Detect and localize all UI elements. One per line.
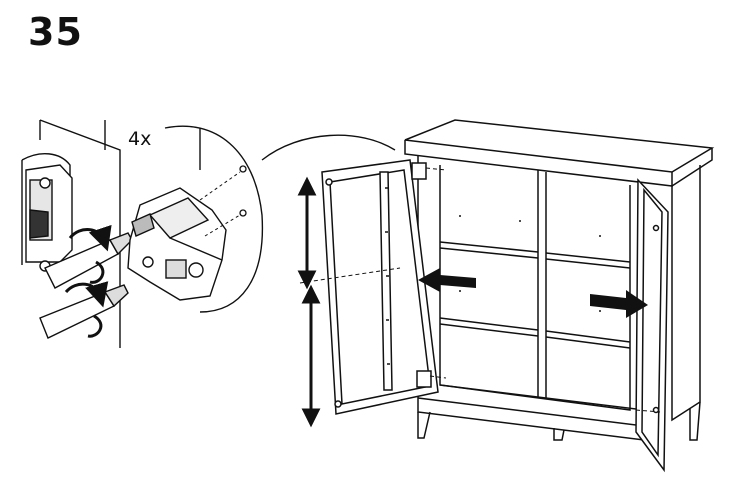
- screw-hole-upper: [239, 165, 247, 173]
- screw-hole-lower: [239, 209, 247, 217]
- door-move-left-arrow: [418, 268, 476, 292]
- screwdriver-upper: [44, 232, 133, 289]
- left-door: [321, 159, 439, 415]
- hinge-plate-detail: [25, 164, 73, 272]
- right-door: [635, 178, 669, 473]
- height-adjust-arrow: [297, 176, 321, 428]
- step-number: 35: [28, 10, 83, 54]
- screw-turn-arrow-lower: [64, 281, 109, 338]
- screwdriver-lower: [39, 284, 129, 339]
- alignment-guide-lines: [299, 167, 661, 413]
- hinge-detail-callout: [21, 119, 396, 348]
- hinge-cup-detail: [127, 187, 227, 301]
- door-move-right-arrow: [590, 290, 648, 318]
- quantity-label: 4x: [128, 128, 151, 150]
